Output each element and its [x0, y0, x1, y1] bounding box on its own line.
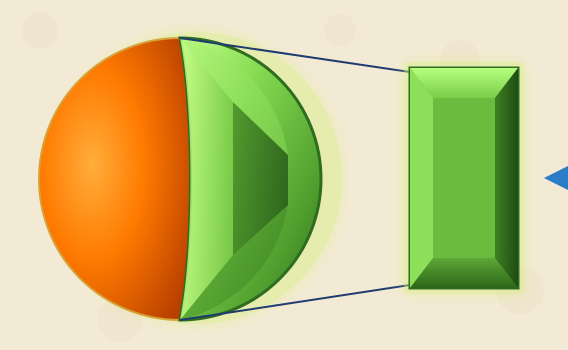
- breakout-rectangle: [410, 68, 518, 288]
- breakout-right-face: [495, 68, 518, 288]
- breakout-center-face: [433, 98, 495, 258]
- breakout-left-face: [410, 68, 433, 288]
